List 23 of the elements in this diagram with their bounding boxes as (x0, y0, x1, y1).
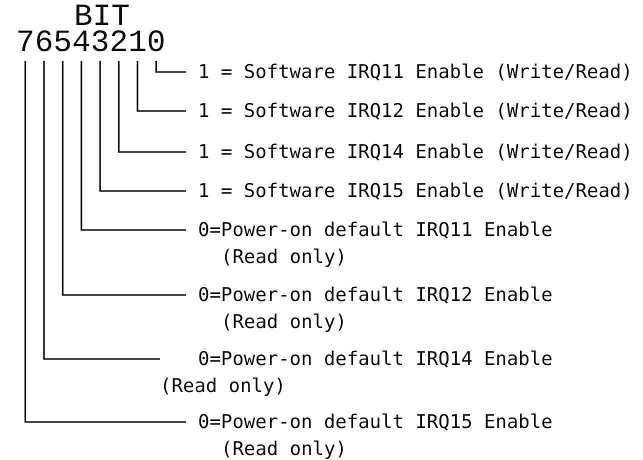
leader-line (118, 61, 186, 153)
bit-number: 0 (146, 28, 166, 59)
leader-line (155, 61, 186, 73)
leader-line (80, 61, 186, 231)
bit-description: 0=Power-on default IRQ15 Enable (Read only) (186, 409, 598, 460)
bit-description: 1 = Software IRQ11 Enable (Write/Read) (186, 59, 633, 86)
bit-number: 6 (34, 28, 54, 59)
bit-description: 1 = Software IRQ15 Enable (Write/Read) (186, 178, 633, 205)
bit-number: 5 (53, 28, 72, 59)
leader-line (99, 61, 186, 192)
bit-number: 7 (16, 28, 35, 59)
leader-line (43, 61, 160, 360)
leader-line (24, 61, 186, 423)
bit-description: 0=Power-on default IRQ14 Enable (Read only) (160, 346, 572, 400)
bit-description: 0=Power-on default IRQ11 Enable (Read only) (186, 217, 598, 271)
bit-description: 0=Power-on default IRQ12 Enable (Read only) (186, 282, 598, 336)
bit-number: 1 (128, 28, 147, 59)
leader-line (62, 61, 186, 296)
bit-number: 2 (110, 28, 128, 59)
bit-number: 4 (72, 28, 91, 59)
leader-line (136, 61, 186, 112)
bit-description: 1 = Software IRQ14 Enable (Write/Read) (186, 139, 633, 166)
bit-description: 1 = Software IRQ12 Enable (Write/Read) (186, 98, 633, 125)
